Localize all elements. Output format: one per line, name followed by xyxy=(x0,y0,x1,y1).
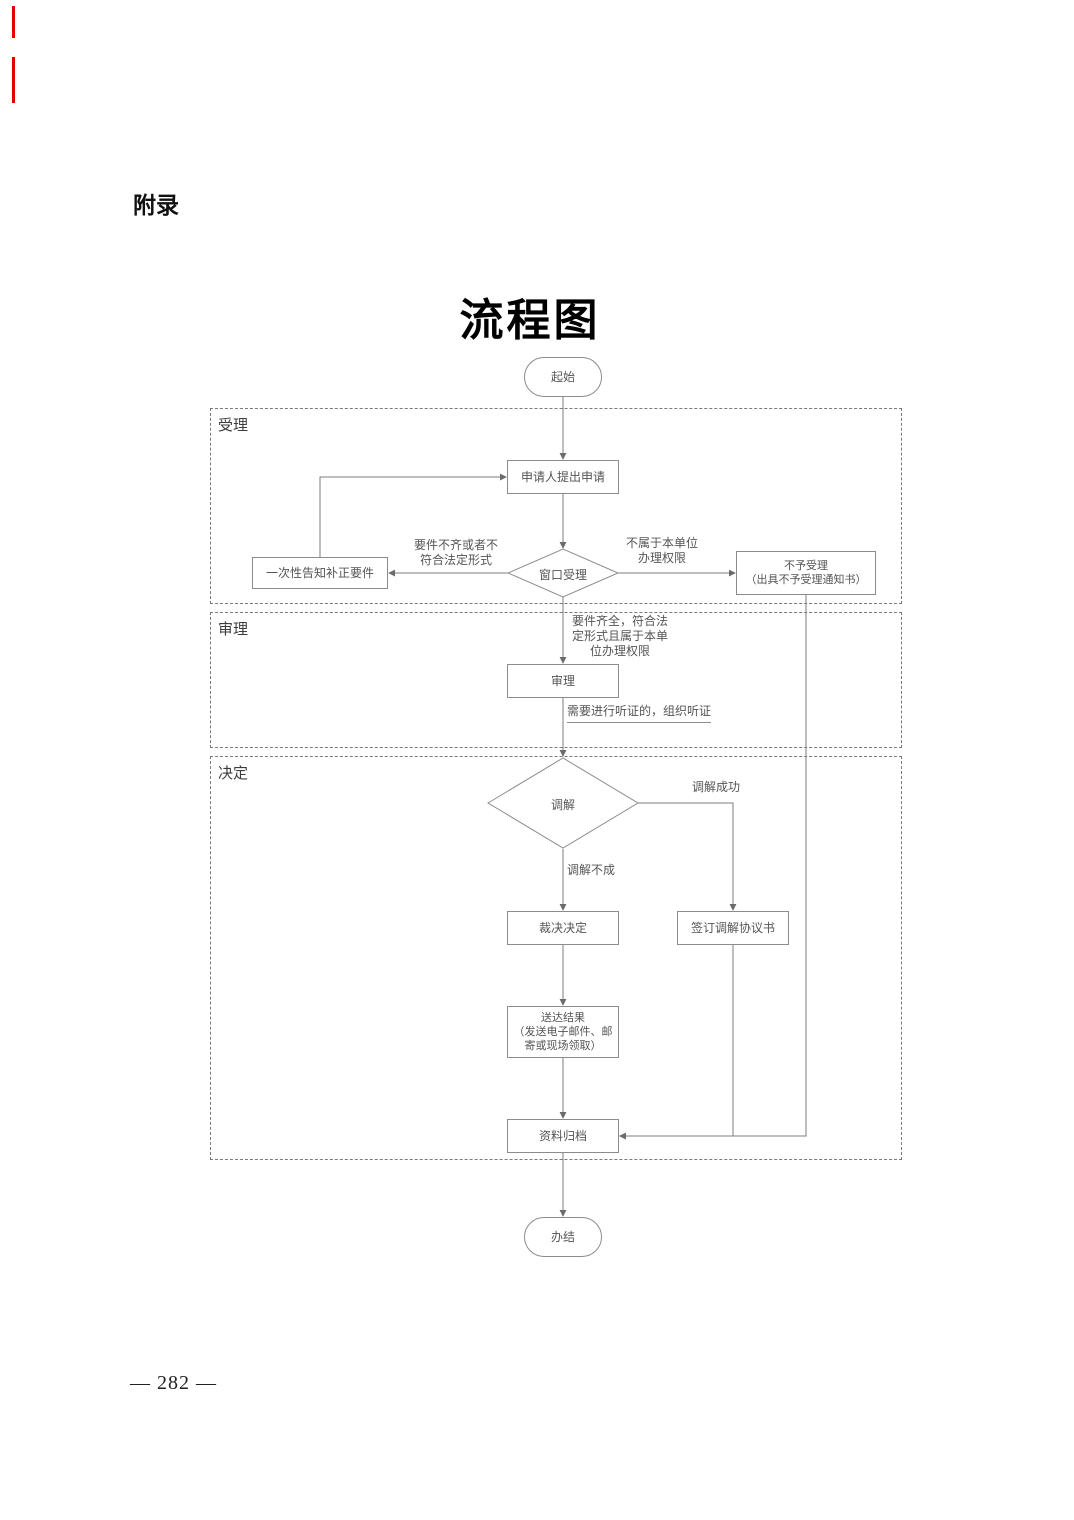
edge-label-not-authority: 不属于本单位 办理权限 xyxy=(625,536,698,565)
lane-review-label: 审理 xyxy=(218,621,249,638)
edge-label-incomplete: 要件不齐或者不 符合法定形式 xyxy=(413,538,498,567)
lane-acceptance: 受理 xyxy=(210,408,902,604)
node-window-accept: 窗口受理 xyxy=(538,568,587,582)
node-ruling: 裁决决定 xyxy=(507,911,619,945)
node-sign-agreement: 签订调解协议书 xyxy=(677,911,789,945)
node-reject: 不予受理 （出具不予受理通知书） xyxy=(736,551,876,595)
page-number: — 282 — xyxy=(130,1372,217,1394)
edge-label-qualified: 要件齐全，符合法 定形式且属于本单 位办理权限 xyxy=(571,614,668,658)
node-review: 审理 xyxy=(507,664,619,698)
node-notify-correction: 一次性告知补正要件 xyxy=(252,557,388,589)
red-margin-mark xyxy=(12,57,15,103)
lane-decision-label: 决定 xyxy=(218,765,249,782)
appendix-heading: 附录 xyxy=(133,192,179,218)
lane-decision: 决定 xyxy=(210,756,902,1160)
node-start: 起始 xyxy=(524,357,602,397)
node-mediation: 调解 xyxy=(550,798,575,812)
lane-acceptance-label: 受理 xyxy=(218,417,249,434)
node-archive: 资料归档 xyxy=(507,1119,619,1153)
edge-label-mediation-success: 调解成功 xyxy=(692,780,741,794)
edge-label-mediation-fail: 调解不成 xyxy=(567,863,616,877)
edge-label-hearing: 需要进行听证的，组织听证 xyxy=(567,704,712,723)
node-deliver-result: 送达结果 （发送电子邮件、邮 寄或现场领取） xyxy=(507,1006,619,1058)
lane-review: 审理 xyxy=(210,612,902,748)
red-margin-mark xyxy=(12,6,15,38)
node-end: 办结 xyxy=(524,1217,602,1257)
node-apply: 申请人提出申请 xyxy=(507,460,619,494)
page-title: 流程图 xyxy=(459,296,601,345)
